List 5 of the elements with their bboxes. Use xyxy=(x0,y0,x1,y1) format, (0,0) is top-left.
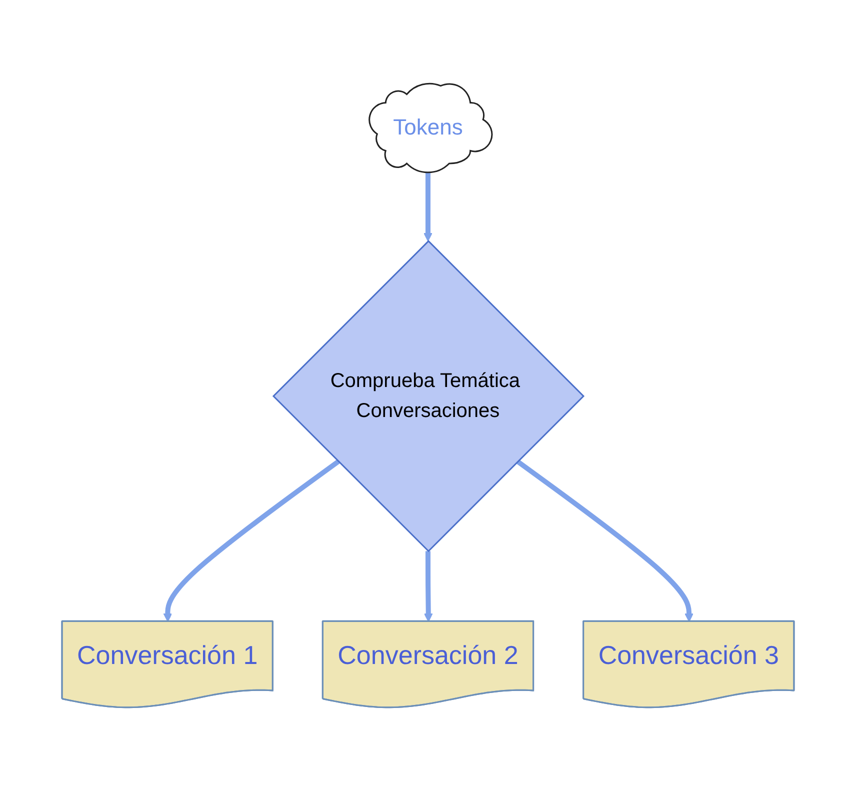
arrow xyxy=(516,459,694,622)
node-diamond: Comprueba Temática Conversaciones xyxy=(272,240,585,552)
arrow xyxy=(163,459,340,622)
arrow xyxy=(424,551,433,622)
arrow xyxy=(424,171,432,242)
